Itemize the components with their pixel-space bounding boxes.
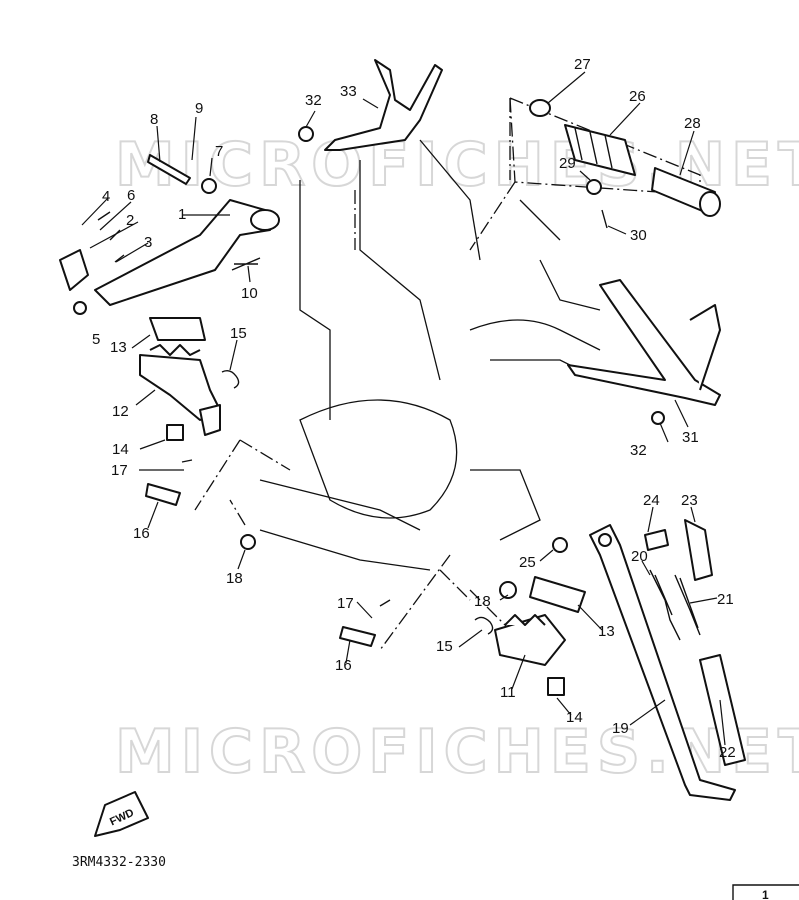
callout-labels: 1 2 3 4 5 6 7 8 9 10 11 12 13 13 14 14 1… — [92, 56, 736, 761]
callout-4: 4 — [102, 188, 110, 205]
document-number: 3RM4332-2330 — [72, 855, 166, 870]
callout-28: 28 — [684, 115, 701, 132]
right-footrest — [339, 576, 586, 696]
callout-32-top: 32 — [305, 92, 322, 109]
callout-17-right: 17 — [337, 595, 354, 612]
callout-8: 8 — [150, 111, 158, 128]
left-footrest — [139, 317, 256, 550]
corner-page-mark: 1 — [732, 884, 799, 900]
callout-21: 21 — [717, 591, 734, 608]
callout-16-left: 16 — [133, 525, 150, 542]
callout-1: 1 — [178, 206, 186, 223]
callout-30: 30 — [630, 227, 647, 244]
callout-31: 31 — [682, 429, 699, 446]
passenger-peg — [529, 99, 721, 229]
callout-12: 12 — [112, 403, 129, 420]
frame-outline — [194, 97, 701, 651]
callout-24: 24 — [643, 492, 660, 509]
callout-6: 6 — [127, 187, 135, 204]
callout-13-left: 13 — [110, 339, 127, 356]
callout-33: 33 — [340, 83, 357, 100]
brake-pedal — [59, 154, 280, 315]
callout-7: 7 — [215, 143, 223, 160]
callout-20: 20 — [631, 548, 648, 565]
callout-14-right: 14 — [566, 709, 583, 726]
callout-23: 23 — [681, 492, 698, 509]
right-pillion-footrest — [567, 279, 721, 425]
callout-3: 3 — [144, 234, 152, 251]
callout-19: 19 — [612, 720, 629, 737]
callout-25: 25 — [519, 554, 536, 571]
callout-26: 26 — [629, 88, 646, 105]
callout-22: 22 — [719, 744, 736, 761]
callout-17-left: 17 — [111, 462, 128, 479]
callout-15-right: 15 — [436, 638, 453, 655]
callout-32-right: 32 — [630, 442, 647, 459]
callout-10: 10 — [241, 285, 258, 302]
callout-9: 9 — [195, 100, 203, 117]
callout-14-left: 14 — [112, 441, 129, 458]
callout-18-left: 18 — [226, 570, 243, 587]
callout-5: 5 — [92, 331, 100, 348]
callout-18-right: 18 — [474, 593, 491, 610]
leader-lines — [81, 71, 726, 746]
corner-mark-label: 1 — [762, 888, 769, 900]
callout-15-left: 15 — [230, 325, 247, 342]
callout-13-right: 13 — [598, 623, 615, 640]
callout-11: 11 — [500, 684, 516, 701]
callout-2: 2 — [126, 212, 134, 229]
fwd-arrow-icon: FWD — [94, 791, 149, 837]
callout-16-right: 16 — [335, 657, 352, 674]
callout-27: 27 — [574, 56, 591, 73]
callout-29: 29 — [559, 155, 576, 172]
sidestand — [552, 519, 746, 801]
